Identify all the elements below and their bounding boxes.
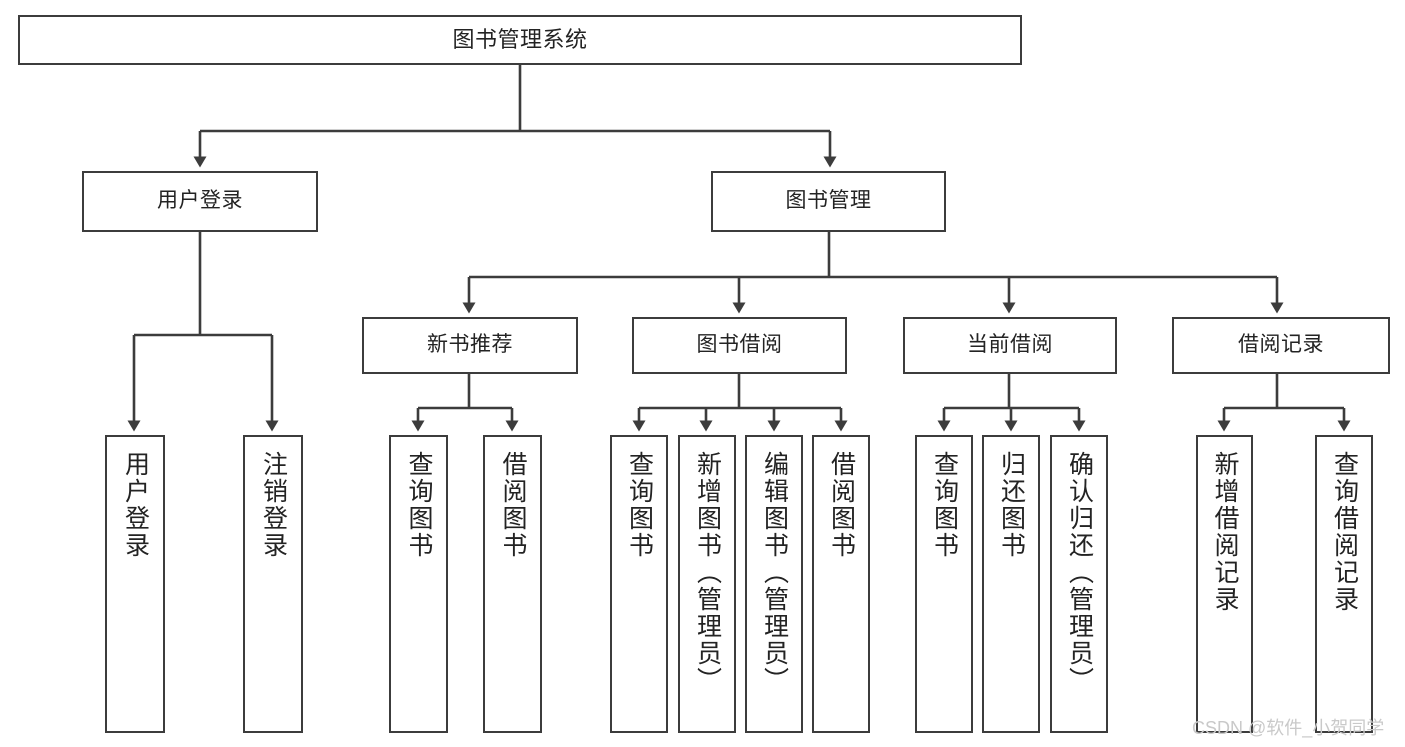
node-borrow-record[interactable]: 借阅记录 — [1172, 317, 1390, 374]
node-label: 新书推荐 — [427, 333, 513, 357]
node-leaf-return-book[interactable]: 归还图书 — [982, 435, 1040, 733]
node-leaf-add-book[interactable]: 新增图书（管理员） — [678, 435, 736, 733]
node-root-book-management-system[interactable]: 图书管理系统 — [18, 15, 1022, 65]
node-label: 新增借阅记录 — [1211, 451, 1239, 613]
node-label: 新增图书（管理员） — [693, 451, 722, 694]
node-leaf-user-login[interactable]: 用户登录 — [105, 435, 165, 733]
node-new-book-rec[interactable]: 新书推荐 — [362, 317, 578, 374]
node-label: 图书管理系统 — [452, 27, 588, 53]
node-label: 归还图书 — [997, 451, 1026, 559]
node-book-manage[interactable]: 图书管理 — [711, 171, 946, 232]
node-label: 用户登录 — [157, 189, 243, 213]
node-user-login[interactable]: 用户登录 — [82, 171, 318, 232]
node-label: 借阅图书 — [499, 451, 527, 559]
node-label: 查询借阅记录 — [1330, 451, 1359, 613]
node-leaf-add-record[interactable]: 新增借阅记录 — [1196, 435, 1253, 733]
node-book-borrow[interactable]: 图书借阅 — [632, 317, 847, 374]
node-label: 查询图书 — [930, 451, 959, 559]
node-leaf-query-book-3[interactable]: 查询图书 — [915, 435, 973, 733]
node-label: 查询图书 — [405, 451, 433, 559]
node-label: 用户登录 — [121, 451, 150, 559]
node-label: 查询图书 — [625, 451, 654, 559]
node-leaf-query-book-1[interactable]: 查询图书 — [389, 435, 448, 733]
node-label: 注销登录 — [259, 451, 288, 559]
node-label: 借阅图书 — [827, 451, 856, 559]
node-label: 编辑图书（管理员） — [760, 451, 789, 694]
node-leaf-edit-book[interactable]: 编辑图书（管理员） — [745, 435, 803, 733]
node-current-borrow[interactable]: 当前借阅 — [903, 317, 1117, 374]
node-leaf-borrow-book-1[interactable]: 借阅图书 — [483, 435, 542, 733]
node-leaf-logout-login[interactable]: 注销登录 — [243, 435, 303, 733]
node-label: 图书管理 — [785, 189, 872, 213]
node-label: 确认归还（管理员） — [1065, 451, 1094, 694]
node-leaf-borrow-book-2[interactable]: 借阅图书 — [812, 435, 870, 733]
csdn-watermark: CSDN @软件_小贺同学 — [1192, 718, 1385, 738]
node-leaf-query-record[interactable]: 查询借阅记录 — [1315, 435, 1373, 733]
node-label: 借阅记录 — [1238, 333, 1324, 357]
node-leaf-confirm-return[interactable]: 确认归还（管理员） — [1050, 435, 1108, 733]
node-label: 当前借阅 — [967, 333, 1053, 357]
node-label: 图书借阅 — [696, 333, 783, 357]
node-leaf-query-book-2[interactable]: 查询图书 — [610, 435, 668, 733]
